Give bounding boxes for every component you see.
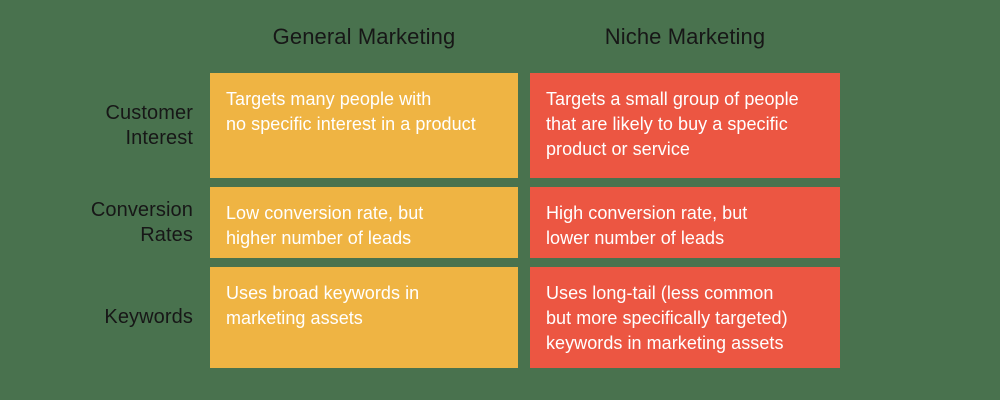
cell-conversion-rates-general: Low conversion rate, but higher number o… <box>210 187 518 258</box>
column-header-niche-marketing-label: Niche Marketing <box>604 23 766 49</box>
cell-keywords-niche: Uses long-tail (less common but more spe… <box>530 267 840 368</box>
cell-customer-interest-general-text: Targets many people with no specific int… <box>226 89 476 134</box>
cell-customer-interest-general: Targets many people with no specific int… <box>210 73 518 178</box>
row-label-customer-interest: Customer Interest <box>0 73 210 178</box>
cell-keywords-general-text: Uses broad keywords in marketing assets <box>226 283 420 328</box>
cell-keywords-niche-text: Uses long-tail (less common but more spe… <box>546 283 788 353</box>
cell-conversion-rates-general-text: Low conversion rate, but higher number o… <box>226 203 424 248</box>
cell-keywords-general: Uses broad keywords in marketing assets <box>210 267 518 368</box>
column-header-niche-marketing: Niche Marketing <box>530 0 840 73</box>
column-header-general-marketing-label: General Marketing <box>272 23 456 49</box>
column-header-general-marketing: General Marketing <box>210 0 518 73</box>
cell-customer-interest-niche: Targets a small group of people that are… <box>530 73 840 178</box>
cell-customer-interest-niche-text: Targets a small group of people that are… <box>546 89 799 159</box>
row-label-conversion-rates: Conversion Rates <box>0 187 210 258</box>
cell-conversion-rates-niche-text: High conversion rate, but lower number o… <box>546 203 748 248</box>
cell-conversion-rates-niche: High conversion rate, but lower number o… <box>530 187 840 258</box>
row-label-keywords-text: Keywords <box>104 306 193 328</box>
row-label-keywords: Keywords <box>0 267 210 368</box>
row-label-customer-interest-text: Customer Interest <box>105 101 193 149</box>
row-label-conversion-rates-text: Conversion Rates <box>90 198 193 246</box>
